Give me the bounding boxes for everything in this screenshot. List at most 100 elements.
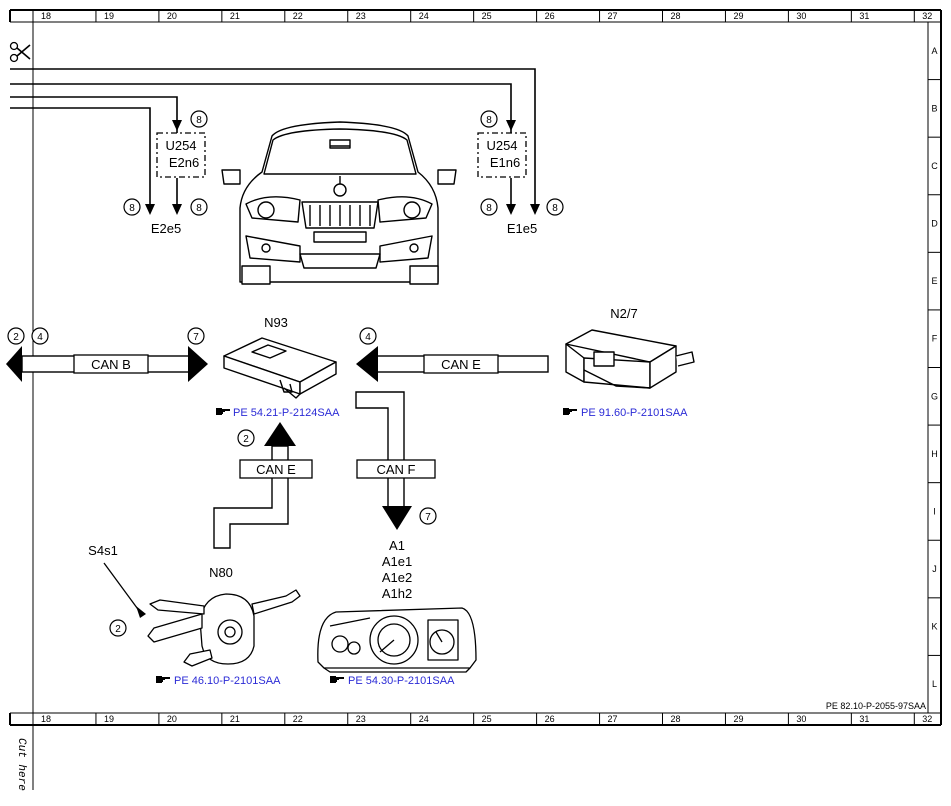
callout-4-can-e: 4	[359, 327, 377, 345]
row-label: A	[931, 46, 937, 56]
callout-2-s4s1: 2	[109, 619, 127, 637]
reference-hand-icon	[330, 676, 344, 683]
label-e2e5: E2e5	[151, 221, 181, 236]
reference-n27: PE 91.60-P-2101SAA	[563, 407, 688, 419]
u254-e2n6-box: U254 E2n6	[156, 132, 206, 178]
svg-text:CAN E: CAN E	[441, 357, 481, 372]
svg-text:A1h2: A1h2	[382, 586, 412, 601]
label-n2-7: N2/7	[610, 306, 637, 321]
can-b-bus: CAN B	[6, 346, 208, 382]
column-label: 28	[670, 11, 680, 21]
column-label: 19	[104, 714, 114, 724]
column-label: 27	[608, 11, 618, 21]
callout-8-e1e5-a: 8	[480, 198, 498, 216]
svg-text:A1: A1	[389, 538, 405, 553]
svg-text:PE 54.30-P-2101SAA: PE 54.30-P-2101SAA	[348, 675, 455, 687]
reference-n93: PE 54.21-P-2124SAA	[216, 407, 340, 419]
row-label: F	[932, 334, 938, 344]
u254-e1n6-box: U254 E1n6	[477, 132, 527, 178]
column-label: 22	[293, 714, 303, 724]
column-label: 22	[293, 11, 303, 21]
svg-text:8: 8	[196, 203, 202, 214]
callout-2-up: 2	[237, 429, 255, 447]
svg-text:2: 2	[115, 624, 121, 635]
svg-text:U254: U254	[486, 138, 517, 153]
reference-hand-icon	[216, 408, 230, 415]
instrument-cluster-icon	[317, 607, 477, 673]
car-front-icon	[221, 121, 457, 285]
can-e-bus-bottom: CAN E	[213, 422, 313, 549]
svg-text:8: 8	[486, 203, 492, 214]
callout-8-e2e5-a: 8	[123, 198, 141, 216]
column-label: 30	[796, 714, 806, 724]
row-label: J	[932, 564, 937, 574]
reference-hand-icon	[563, 408, 577, 415]
svg-text:E2n6: E2n6	[169, 155, 199, 170]
column-label: 21	[230, 11, 240, 21]
column-label: 19	[104, 11, 114, 21]
module-n93-icon	[223, 337, 337, 399]
callout-8-e1e5-b: 8	[546, 198, 564, 216]
column-label: 28	[670, 714, 680, 724]
svg-text:2: 2	[13, 332, 19, 343]
svg-text:8: 8	[129, 203, 135, 214]
callout-8-u254-left: 8	[190, 110, 208, 128]
svg-text:PE 91.60-P-2101SAA: PE 91.60-P-2101SAA	[581, 407, 688, 419]
top-wiring	[10, 68, 536, 205]
reference-hand-icon	[156, 676, 170, 683]
row-label: C	[931, 161, 938, 171]
label-n93: N93	[264, 315, 288, 330]
row-label: G	[931, 391, 938, 401]
svg-text:8: 8	[196, 115, 202, 126]
column-label: 26	[545, 714, 555, 724]
leader-s4s1	[103, 562, 146, 618]
callout-2-left: 2	[7, 327, 25, 345]
column-label: 18	[41, 714, 51, 724]
column-label: 25	[482, 714, 492, 724]
column-label: 32	[922, 714, 932, 724]
row-label: E	[931, 276, 937, 286]
svg-text:U254: U254	[165, 138, 196, 153]
column-label: 32	[922, 11, 932, 21]
svg-text:PE 54.21-P-2124SAA: PE 54.21-P-2124SAA	[233, 407, 340, 419]
svg-text:2: 2	[243, 434, 249, 445]
column-label: 30	[796, 11, 806, 21]
label-e1e5: E1e5	[507, 221, 537, 236]
row-label: B	[931, 103, 937, 113]
reference-a1: PE 54.30-P-2101SAA	[330, 675, 455, 687]
footer-code: PE 82.10-P-2055-97SAA	[826, 701, 926, 711]
svg-text:4: 4	[37, 332, 43, 343]
column-label: 20	[167, 714, 177, 724]
svg-text:8: 8	[486, 115, 492, 126]
column-label: 23	[356, 11, 366, 21]
column-label: 23	[356, 714, 366, 724]
svg-text:7: 7	[425, 512, 431, 523]
callout-8-u254-right: 8	[480, 110, 498, 128]
module-n27-icon	[565, 329, 695, 389]
svg-text:PE 46.10-P-2101SAA: PE 46.10-P-2101SAA	[174, 675, 281, 687]
svg-text:CAN E: CAN E	[256, 462, 296, 477]
column-label: 24	[419, 714, 429, 724]
svg-text:CAN F: CAN F	[377, 462, 416, 477]
column-label: 31	[859, 11, 869, 21]
switch-s4s1-icon	[147, 589, 301, 667]
svg-text:CAN B: CAN B	[91, 357, 131, 372]
svg-text:A1e1: A1e1	[382, 554, 412, 569]
svg-text:7: 7	[193, 332, 199, 343]
label-n80: N80	[209, 565, 233, 580]
callout-8-e2e5-b: 8	[190, 198, 208, 216]
column-label: 29	[733, 11, 743, 21]
row-label: I	[933, 506, 936, 516]
svg-text:E1n6: E1n6	[490, 155, 520, 170]
column-label: 18	[41, 11, 51, 21]
column-label: 26	[545, 11, 555, 21]
a1-labels: A1 A1e1 A1e2 A1h2	[382, 538, 412, 601]
callout-7-can-f: 7	[419, 507, 437, 525]
can-e-bus-top: CAN E	[356, 346, 549, 382]
row-label: L	[932, 679, 937, 689]
svg-text:8: 8	[552, 203, 558, 214]
arrowheads-top	[145, 120, 540, 215]
svg-text:4: 4	[365, 332, 371, 343]
